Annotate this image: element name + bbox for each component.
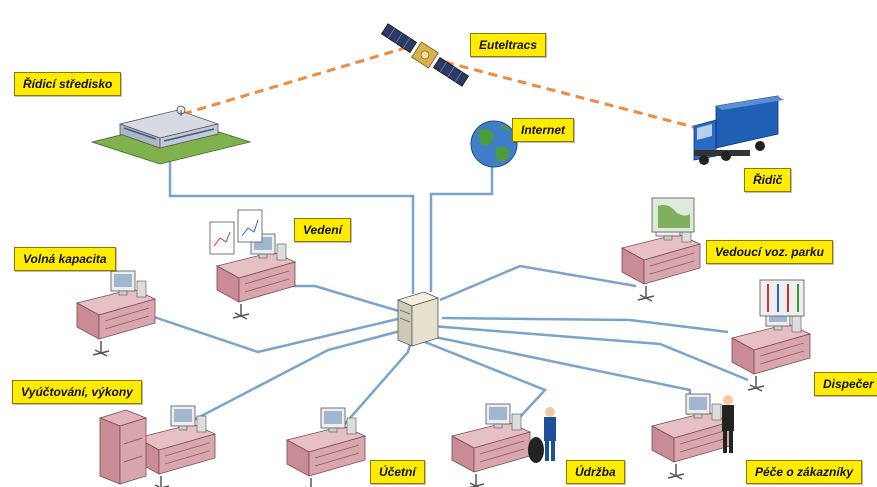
workstation-icon [136, 405, 216, 487]
label-fleet-manager: Vedoucí voz. parku [706, 240, 833, 264]
label-driver: Řidič [744, 168, 792, 192]
label-control-center: Řídicí středisko [14, 72, 122, 96]
building-icon [90, 105, 252, 165]
label-customer-care: Péče o zákazníky [746, 460, 863, 484]
label-free-capacity: Volná kapacita [14, 247, 116, 271]
globe-icon [470, 120, 518, 168]
label-management: Vedení [294, 218, 351, 242]
label-accounting: Účetní [370, 460, 425, 484]
truck-icon [693, 95, 784, 165]
label-maintenance: Údržba [566, 460, 625, 484]
workstation-icon [451, 403, 531, 487]
workstation-icon [76, 270, 156, 357]
label-billing: Vyúčtování, výkony [12, 380, 142, 404]
label-satellite: Euteltracs [470, 33, 547, 57]
workstation-icon [651, 393, 731, 480]
satellite-icon [380, 23, 470, 87]
workstation-icon [286, 407, 366, 487]
label-dispatcher: Dispečer [814, 372, 877, 396]
label-internet: Internet [512, 118, 575, 142]
server-icon [396, 291, 440, 347]
